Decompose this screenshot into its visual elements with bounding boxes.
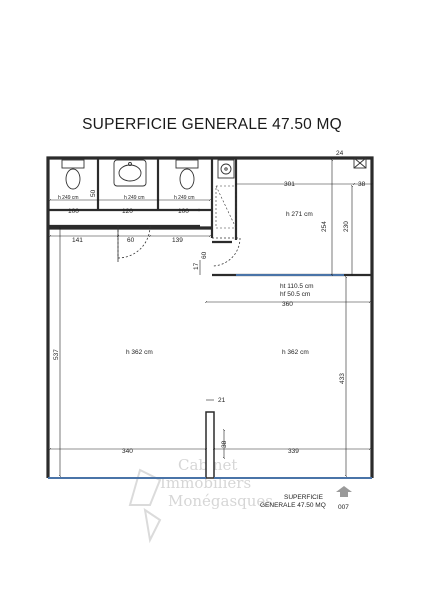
dim-139: 139 xyxy=(172,237,183,244)
interior-walls xyxy=(48,158,372,277)
dim-38b: 38 xyxy=(221,440,228,448)
stamp-code: 007 xyxy=(338,504,349,511)
height-label-wc-left: h 249 cm xyxy=(58,195,79,201)
height-label-kitchenette: h 271 cm xyxy=(286,211,313,218)
dim-141: 141 xyxy=(72,237,83,244)
dim-340: 340 xyxy=(122,448,133,455)
sink-icon xyxy=(113,159,147,187)
height-label-wash: h 249 cm xyxy=(124,195,145,201)
window-sill-label: hf 50.5 cm xyxy=(280,291,310,298)
dim-100a: 100 xyxy=(68,208,79,215)
height-label-room-left: h 362 cm xyxy=(126,349,153,356)
dim-120: 120 xyxy=(122,208,133,215)
watermark: Cabinet Immobiliers Monégasques xyxy=(128,456,273,544)
dim-339: 339 xyxy=(288,448,299,455)
height-label-room-right: h 362 cm xyxy=(282,349,309,356)
watermark-line-3: Monégasques xyxy=(168,492,273,510)
dim-38: 38 xyxy=(358,181,366,188)
shaft-hatch xyxy=(215,185,237,229)
dim-433: 433 xyxy=(339,373,346,384)
stamp-line-2: GENERALE 47.50 MQ xyxy=(260,502,326,509)
height-label-wc-right: h 249 cm xyxy=(174,195,195,201)
entrance-stamp: SUPERFICIE GENERALE 47.50 MQ 007 xyxy=(260,486,352,511)
column xyxy=(205,411,215,479)
dim-360: 360 xyxy=(282,301,293,308)
glazing xyxy=(48,274,372,479)
dim-21: 21 xyxy=(218,397,226,404)
door-swing xyxy=(117,225,241,267)
dim-301: 301 xyxy=(284,181,295,188)
toilet-icon xyxy=(175,159,199,190)
dim-50: 50 xyxy=(90,189,97,197)
dim-254: 254 xyxy=(321,221,328,232)
dim-100b: 100 xyxy=(178,208,189,215)
dim-60a: 60 xyxy=(127,237,135,244)
toilet-icon xyxy=(61,159,85,190)
dim-230: 230 xyxy=(343,221,350,232)
entrance-arrow-icon xyxy=(336,486,352,497)
dim-17: 17 xyxy=(193,262,200,270)
dim-60b: 60 xyxy=(201,251,208,259)
ventilation-icon xyxy=(353,157,367,169)
window-height-label: ht 110.5 cm xyxy=(280,283,313,290)
stamp-line-1: SUPERFICIE xyxy=(284,494,324,501)
dim-537: 537 xyxy=(53,349,60,360)
washbasin-icon xyxy=(217,159,235,179)
plan-title: SUPERFICIE GENERALE 47.50 MQ xyxy=(82,116,342,133)
watermark-logo xyxy=(128,468,162,544)
dim-24: 24 xyxy=(336,150,344,157)
